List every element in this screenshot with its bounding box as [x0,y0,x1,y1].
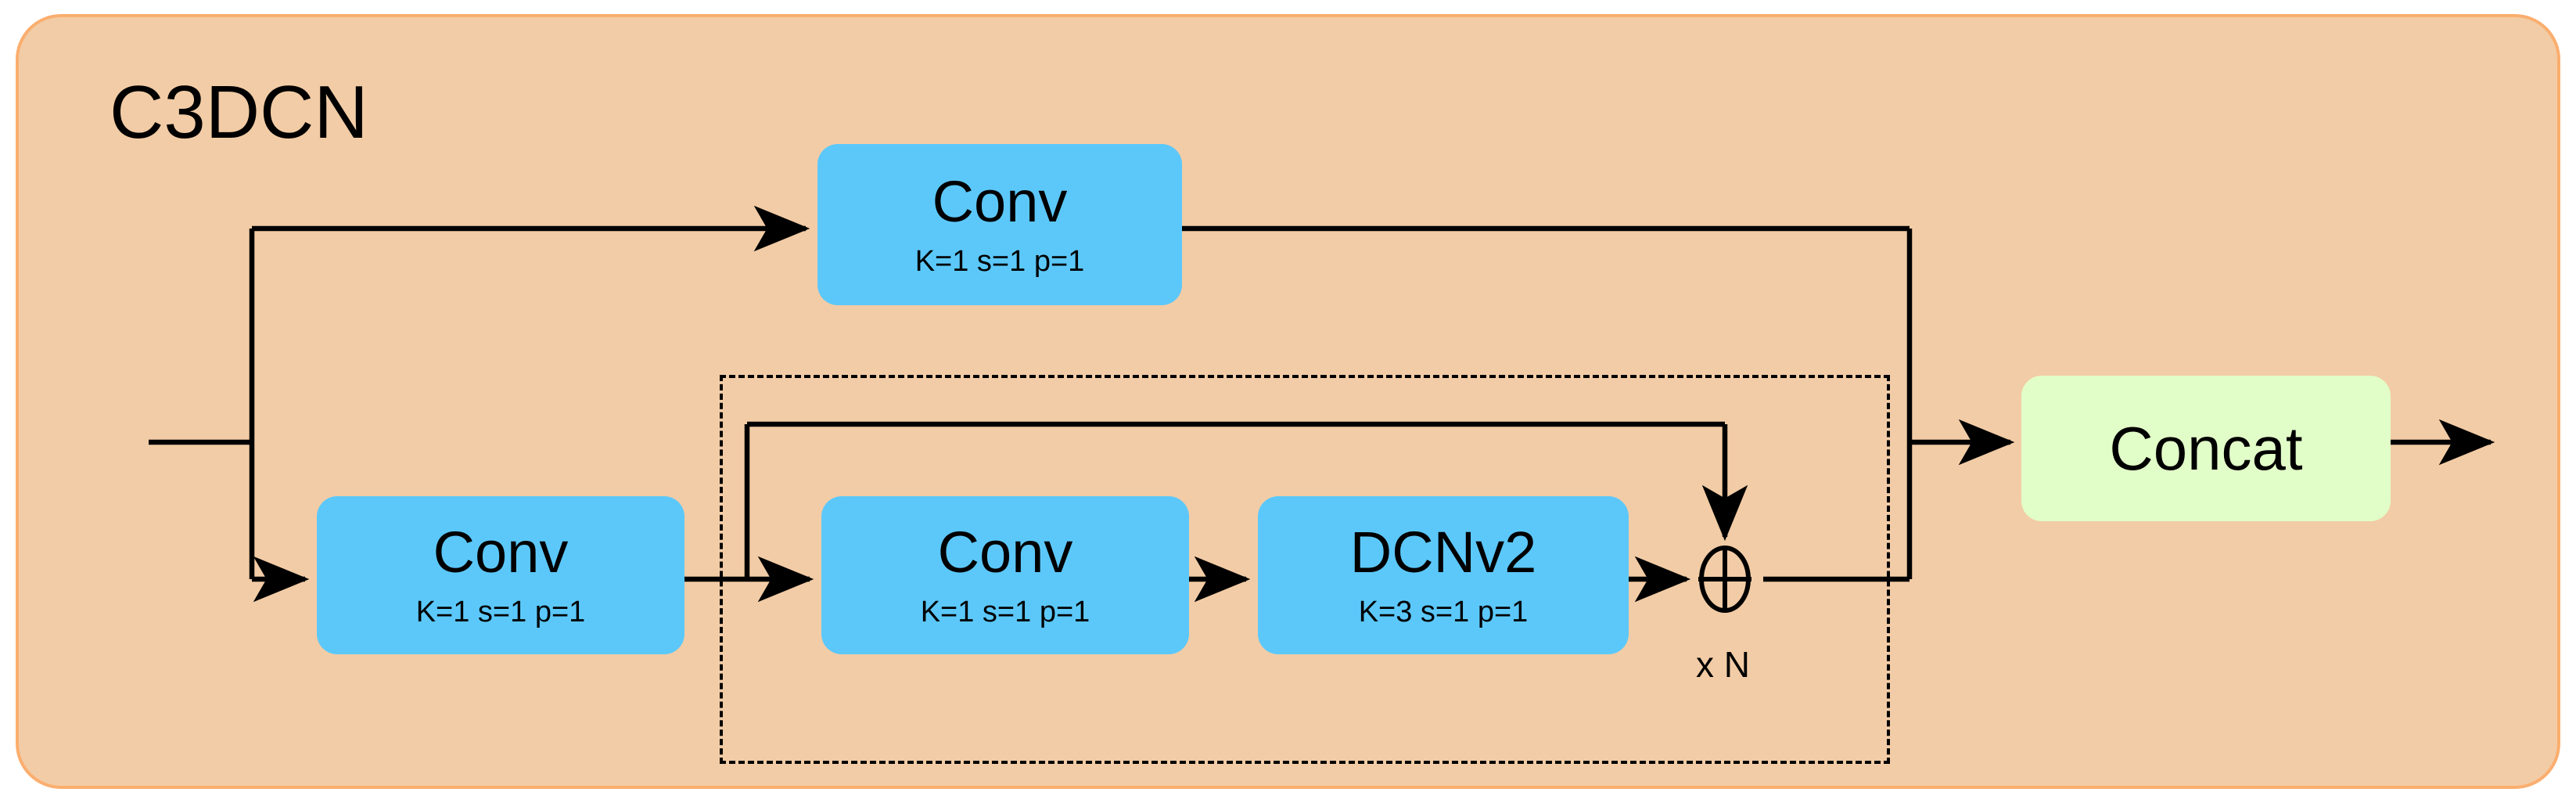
block-conv-top[interactable]: Conv K=1 s=1 p=1 [817,144,1182,305]
block-conv-left-params: K=1 s=1 p=1 [415,596,586,628]
block-conv-inner-title: Conv [937,520,1073,585]
block-dcnv2[interactable]: DCNv2 K=3 s=1 p=1 [1258,496,1629,654]
block-conv-left-title: Conv [433,520,569,585]
block-concat-title: Concat [2109,414,2303,483]
repeat-group-box [720,375,1890,764]
page-title: C3DCN [110,70,368,154]
add-operator [1690,545,1759,614]
repeat-count-label: x N [1696,644,1750,685]
block-conv-top-params: K=1 s=1 p=1 [914,245,1085,278]
block-conv-left[interactable]: Conv K=1 s=1 p=1 [317,496,684,654]
block-concat[interactable]: Concat [2021,376,2391,521]
block-conv-top-title: Conv [932,169,1068,234]
block-conv-inner-params: K=1 s=1 p=1 [920,596,1090,628]
block-dcnv2-title: DCNv2 [1349,520,1537,585]
block-dcnv2-params: K=3 s=1 p=1 [1358,596,1529,628]
block-conv-inner[interactable]: Conv K=1 s=1 p=1 [821,496,1189,654]
